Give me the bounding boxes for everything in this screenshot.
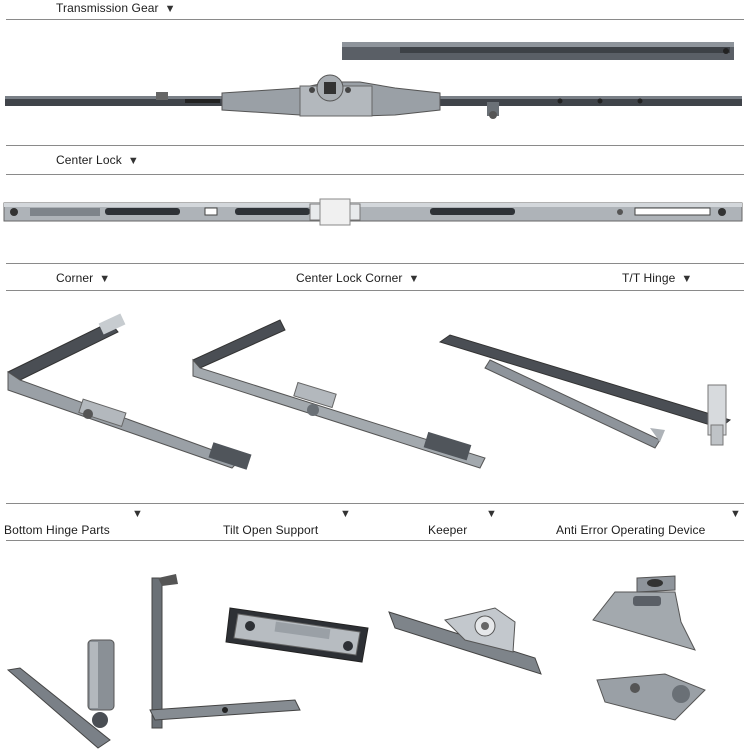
anti-error-operating-device-image: [592, 575, 706, 721]
divider: [6, 263, 744, 264]
bottom-hinge-parts-image: [6, 574, 301, 749]
transmission-gear-image: [5, 42, 742, 119]
section-title-center-lock-corner[interactable]: Center Lock Corner▼: [296, 271, 420, 285]
section-title-keeper[interactable]: Keeper: [428, 523, 468, 537]
divider: [6, 503, 744, 504]
keeper-image: [388, 607, 542, 675]
tt-hinge-image: [438, 334, 732, 449]
divider: [6, 540, 744, 541]
triangle-down-icon: ▼: [681, 273, 693, 285]
triangle-down-icon[interactable]: ▼: [730, 508, 741, 520]
triangle-down-icon: ▼: [164, 3, 176, 15]
triangle-down-icon: ▼: [127, 155, 139, 167]
triangle-down-icon[interactable]: ▼: [486, 508, 497, 520]
section-title-anti-error-operating-device[interactable]: Anti Error Operating Device: [556, 523, 706, 537]
center-lock-image: [3, 198, 743, 226]
triangle-down-icon: ▼: [99, 273, 111, 285]
divider: [6, 19, 744, 20]
section-title-bottom-hinge-parts[interactable]: Bottom Hinge Parts: [4, 523, 110, 537]
divider: [6, 174, 744, 175]
section-title-center-lock[interactable]: Center Lock▼: [56, 153, 139, 167]
section-title-tilt-open-support[interactable]: Tilt Open Support: [223, 523, 319, 537]
center-lock-corner-image: [192, 319, 486, 469]
divider: [6, 145, 744, 146]
divider: [6, 290, 744, 291]
section-title-tt-hinge[interactable]: T/T Hinge▼: [622, 271, 693, 285]
triangle-down-icon: ▼: [408, 273, 420, 285]
triangle-down-icon[interactable]: ▼: [132, 508, 143, 520]
section-title-corner[interactable]: Corner▼: [56, 271, 111, 285]
section-title-transmission-gear[interactable]: Transmission Gear▼: [56, 1, 176, 15]
triangle-down-icon[interactable]: ▼: [340, 508, 351, 520]
corner-image: [6, 313, 252, 470]
tilt-open-support-image: [225, 607, 369, 663]
